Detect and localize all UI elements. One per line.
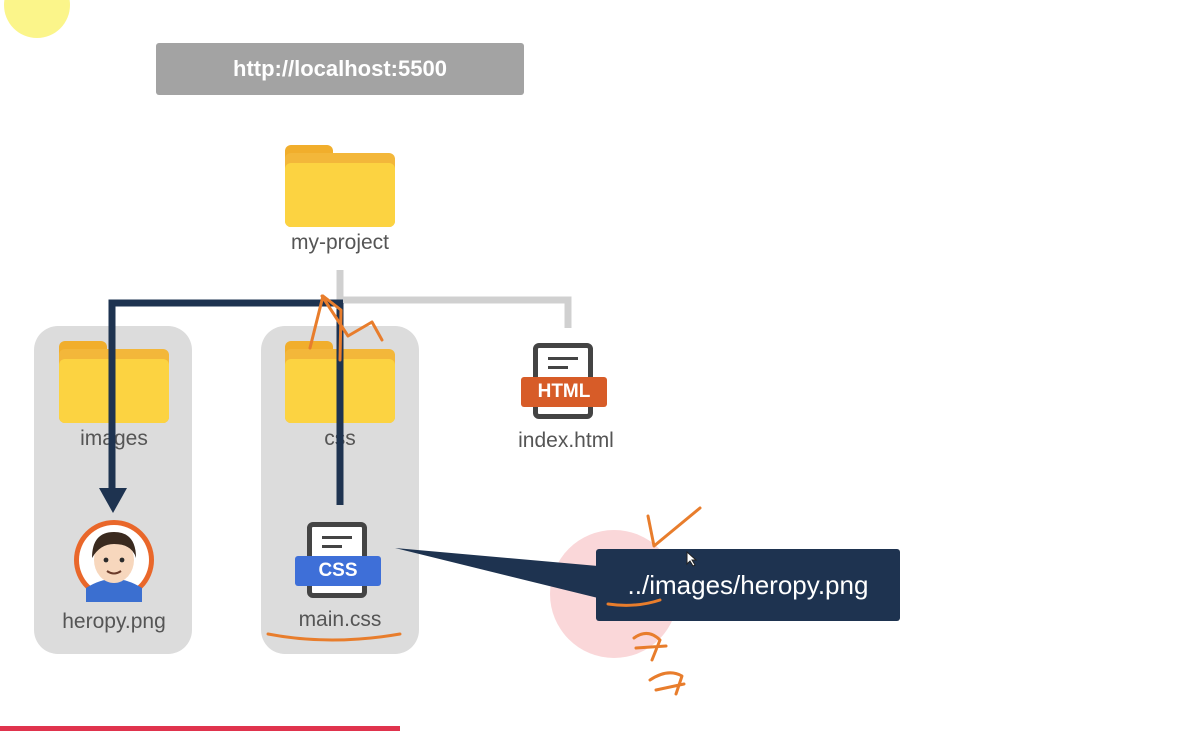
css-file-icon: CSS bbox=[295, 522, 385, 604]
css-folder-node[interactable]: css bbox=[270, 341, 410, 451]
folder-icon bbox=[285, 145, 395, 227]
path-callout: ../images/heropy.png bbox=[596, 549, 900, 621]
folder-icon bbox=[59, 341, 169, 423]
my-project-label: my-project bbox=[290, 231, 390, 254]
avatar-icon bbox=[72, 518, 156, 602]
index-html-label: index.html bbox=[518, 429, 614, 452]
my-project-node[interactable]: my-project bbox=[270, 145, 410, 255]
css-tag: CSS bbox=[295, 556, 381, 586]
index-html-node[interactable]: HTML index.html bbox=[496, 343, 636, 453]
main-css-label: main.css bbox=[298, 608, 382, 631]
tree-connector bbox=[336, 270, 572, 328]
folder-icon bbox=[285, 341, 395, 423]
progress-bar bbox=[0, 726, 400, 731]
annotation-scribble-2 bbox=[648, 671, 686, 696]
html-tag: HTML bbox=[521, 377, 607, 407]
main-css-node[interactable]: CSS main.css bbox=[270, 522, 410, 632]
heropy-png-label: heropy.png bbox=[62, 610, 166, 633]
mouse-pointer-icon bbox=[686, 551, 698, 567]
cursor-highlight bbox=[4, 0, 70, 38]
images-folder-label: images bbox=[80, 427, 148, 450]
url-label: http://localhost:5500 bbox=[156, 43, 524, 95]
html-file-icon: HTML bbox=[521, 343, 611, 425]
images-folder-node[interactable]: images bbox=[44, 341, 184, 451]
annotation-check bbox=[646, 506, 702, 548]
css-folder-label: css bbox=[324, 427, 356, 450]
heropy-png-node[interactable]: heropy.png bbox=[44, 518, 184, 634]
